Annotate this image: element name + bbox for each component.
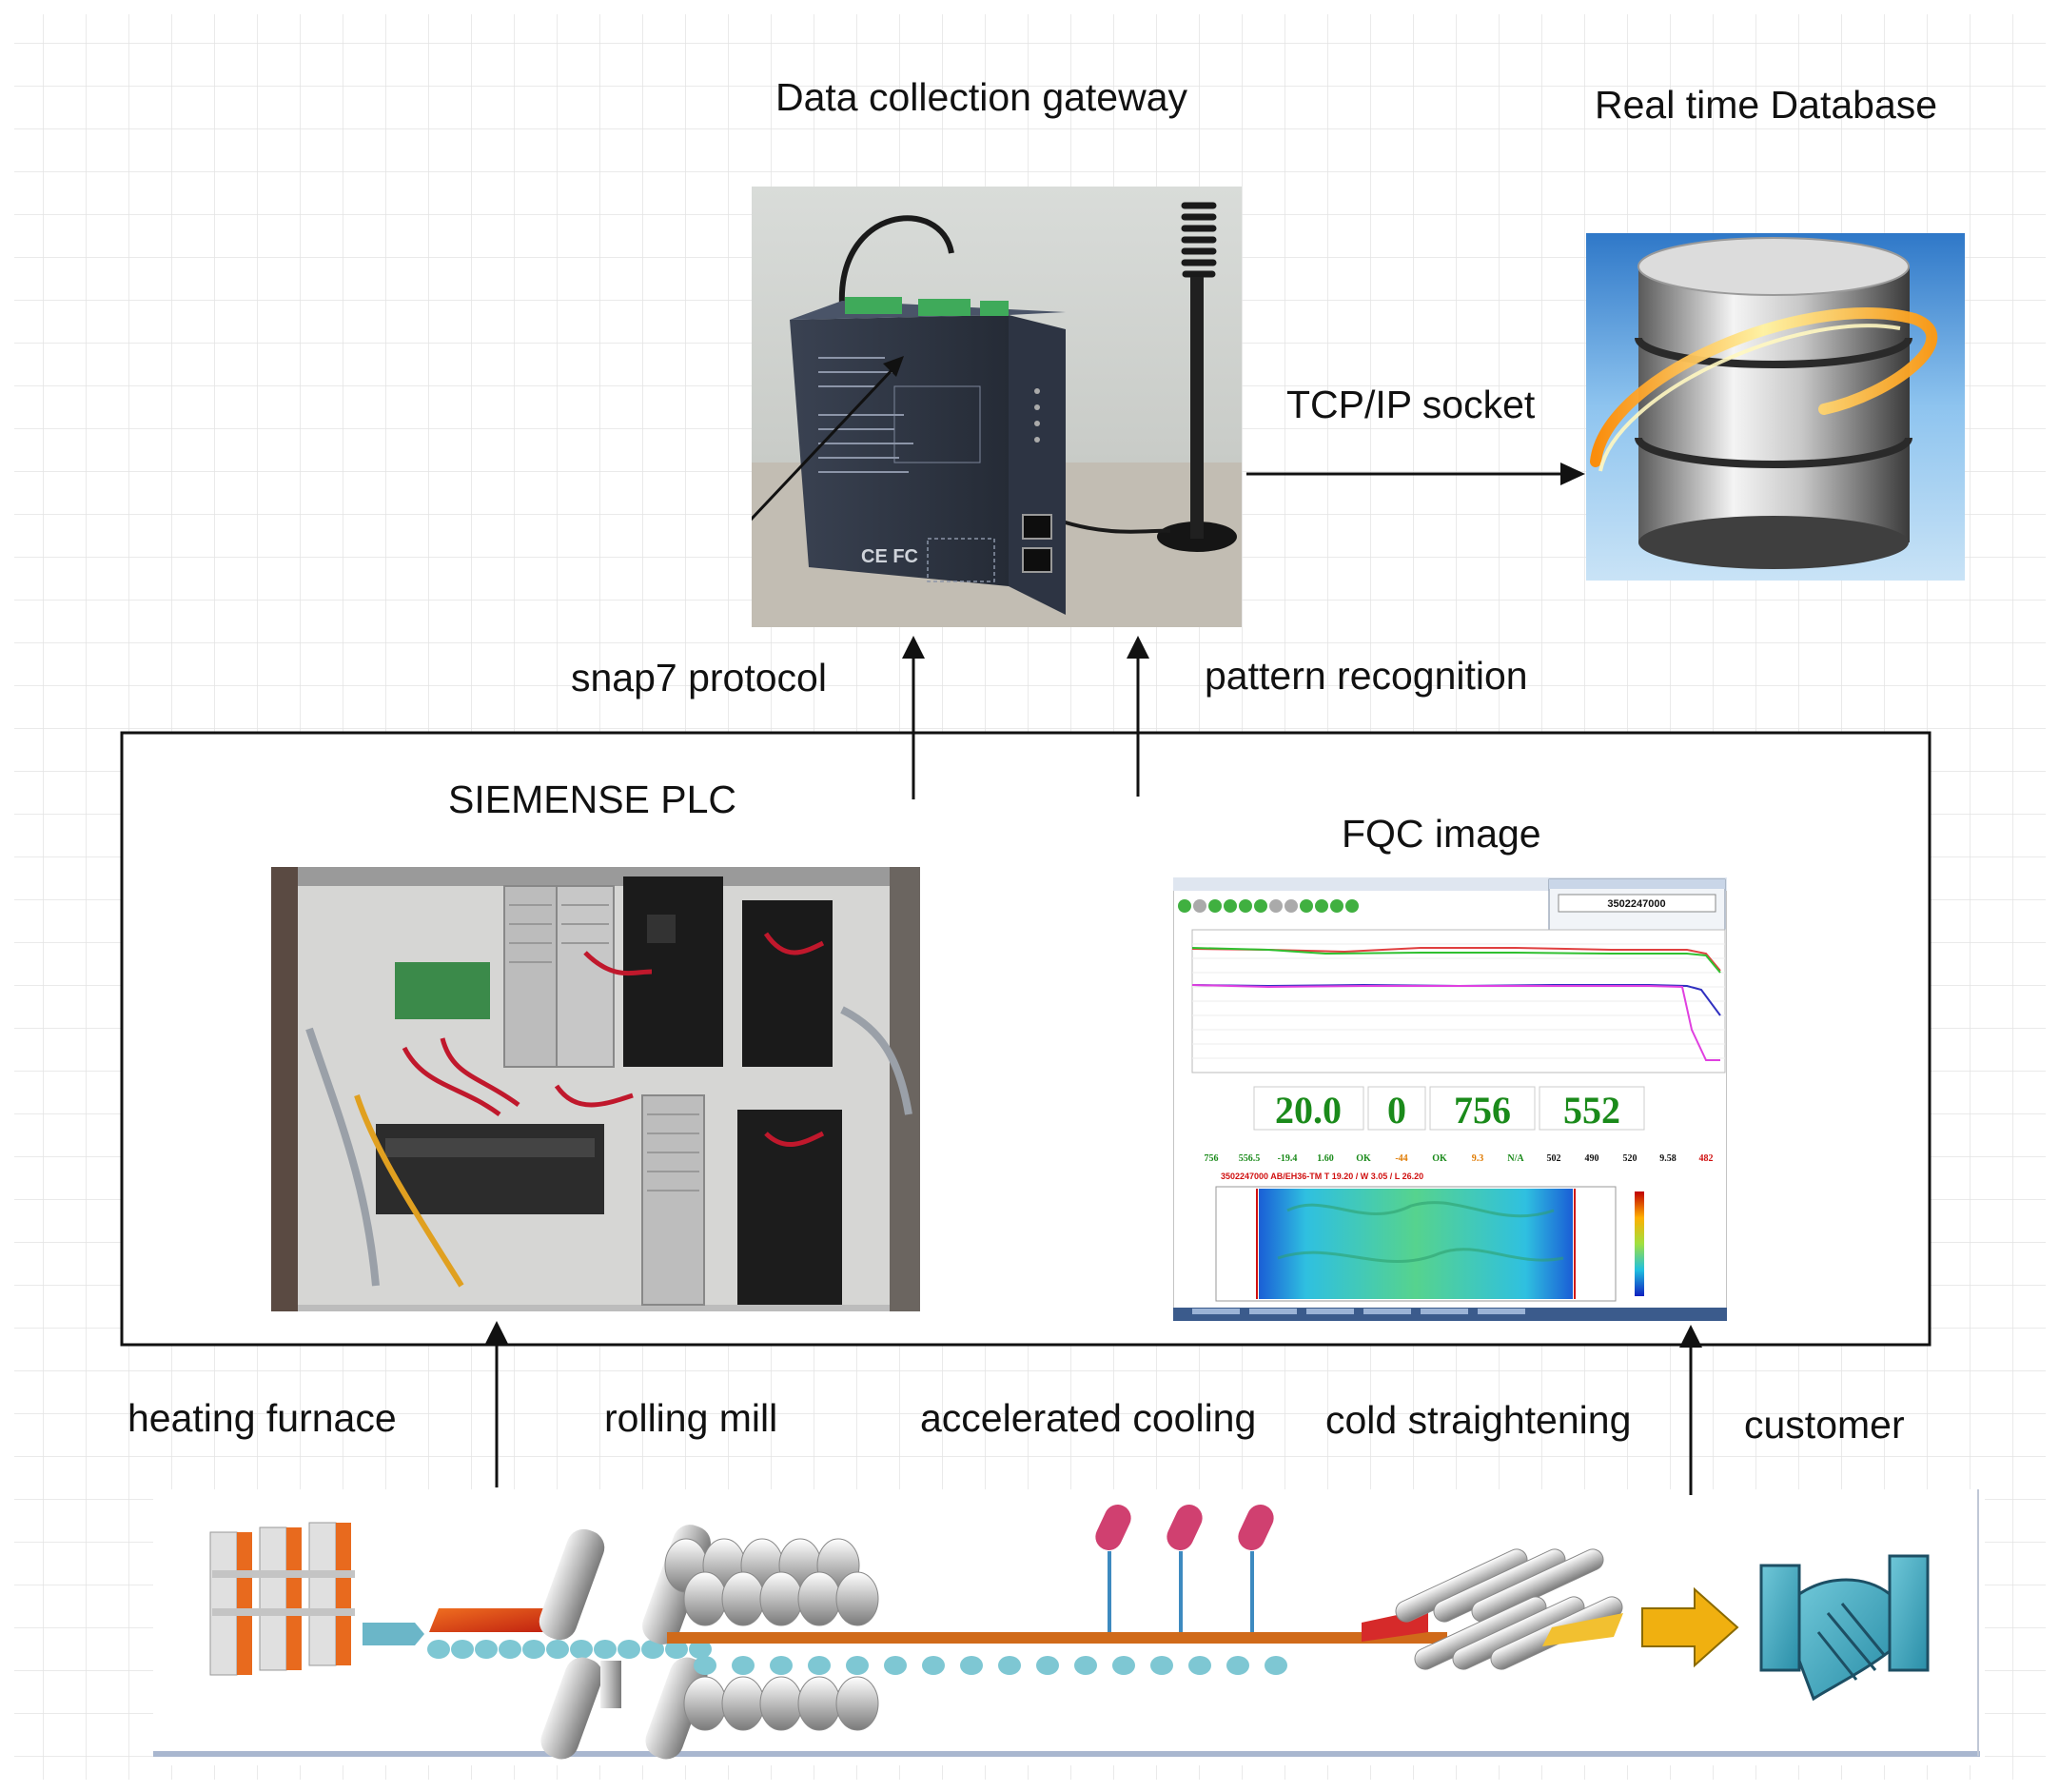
plc-cabinet-photo — [271, 867, 920, 1311]
gateway-label: Data collection gateway — [775, 75, 1188, 119]
fqc-small-value: OK — [1432, 1153, 1447, 1164]
gateway-photo: CE FC — [752, 187, 1242, 627]
process-accelerated-cooling: accelerated cooling — [920, 1396, 1257, 1440]
tcp-socket-label: TCP/IP socket — [1286, 383, 1536, 426]
process-rolling-mill: rolling mill — [604, 1396, 778, 1440]
fqc-small-value: 1.60 — [1317, 1153, 1334, 1164]
fqc-small-value: 502 — [1547, 1153, 1561, 1164]
fqc-value-3: 756 — [1454, 1089, 1511, 1132]
snap7-label: snap7 protocol — [571, 656, 827, 699]
fqc-small-value: 9.3 — [1472, 1153, 1484, 1164]
fqc-label: FQC image — [1342, 812, 1541, 856]
pattern-recognition-label: pattern recognition — [1205, 654, 1528, 698]
fqc-value-4: 552 — [1563, 1089, 1620, 1132]
fqc-value-2: 0 — [1387, 1089, 1406, 1132]
fqc-value-1: 20.0 — [1275, 1089, 1342, 1132]
fqc-screenshot: 3502247000 20.0 0 756 552 756 556.5 -19.4 1… — [1173, 877, 1727, 1321]
plc-label: SIEMENSE PLC — [448, 778, 737, 821]
fqc-small-value: -19.4 — [1278, 1153, 1298, 1164]
fqc-small-value: 482 — [1699, 1153, 1714, 1164]
fqc-small-value: 756 — [1205, 1153, 1219, 1164]
process-cold-straightening: cold straightening — [1325, 1398, 1632, 1442]
ce-fc-mark: CE FC — [861, 546, 918, 567]
fqc-small-value: N/A — [1507, 1153, 1524, 1164]
fqc-small-value: 520 — [1623, 1153, 1637, 1164]
production-line-illustration — [153, 1489, 1985, 1765]
process-customer: customer — [1744, 1403, 1905, 1447]
fqc-plate-id: 3502247000 — [1607, 898, 1665, 910]
fqc-small-value: 556.5 — [1239, 1153, 1261, 1164]
fqc-small-value: -44 — [1395, 1153, 1407, 1164]
database-icon — [1586, 233, 1965, 581]
process-heating-furnace: heating furnace — [127, 1396, 397, 1440]
fqc-small-value: 9.58 — [1659, 1153, 1677, 1164]
fqc-small-value: 490 — [1585, 1153, 1599, 1164]
database-label: Real time Database — [1595, 83, 1938, 127]
fqc-small-value: OK — [1356, 1153, 1371, 1164]
fqc-info-line: 3502247000 AB/EH36-TM T 19.20 / W 3.05 /… — [1221, 1172, 1423, 1181]
